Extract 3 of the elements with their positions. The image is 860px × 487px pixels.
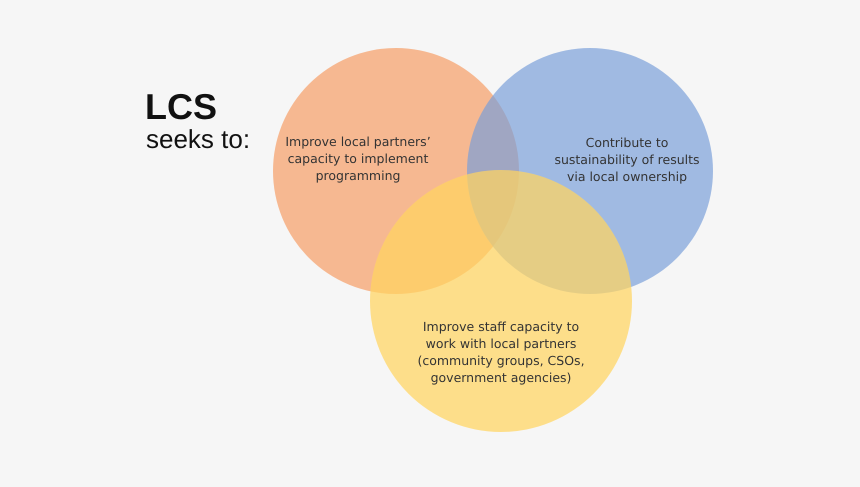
circle-text: Improve local partners’ capacity to implement programming: [284, 133, 432, 184]
circle-text: Improve staff capacity to work with local partners (community groups, CSOs, government agencies): [416, 318, 586, 386]
circle-text: Contribute to sustainability of results via local ownership: [553, 134, 701, 185]
